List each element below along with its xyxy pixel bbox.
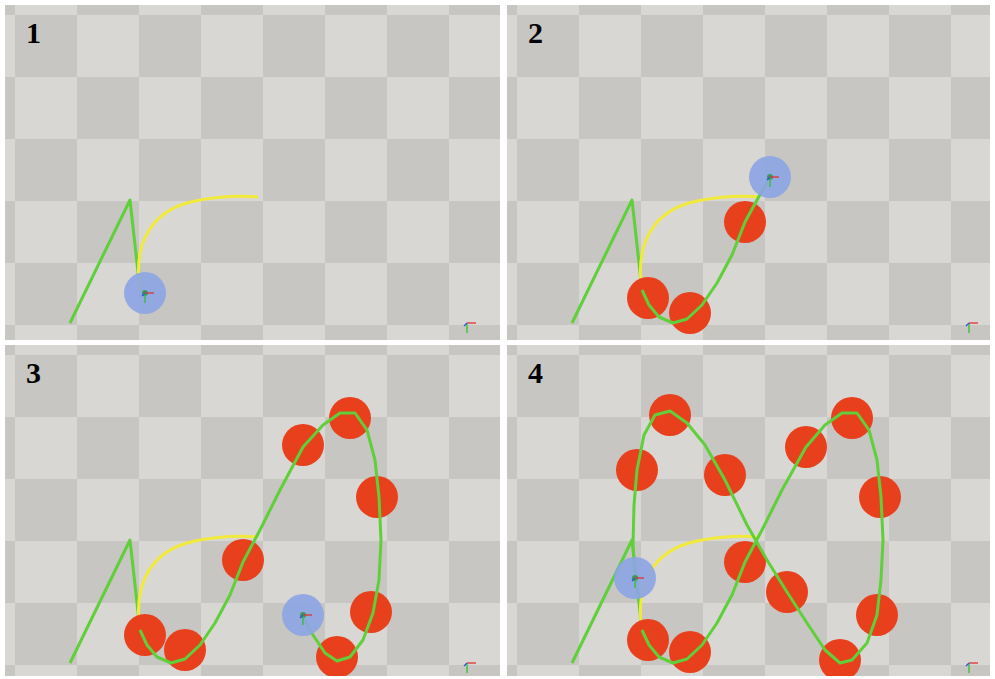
panel-number: 1 (26, 18, 41, 48)
panel (507, 5, 990, 340)
panel (507, 345, 990, 679)
panel-number: 3 (26, 358, 41, 388)
panel (5, 5, 500, 340)
panel-number: 2 (528, 18, 543, 48)
panel (5, 345, 500, 678)
panel-number: 4 (528, 358, 543, 388)
